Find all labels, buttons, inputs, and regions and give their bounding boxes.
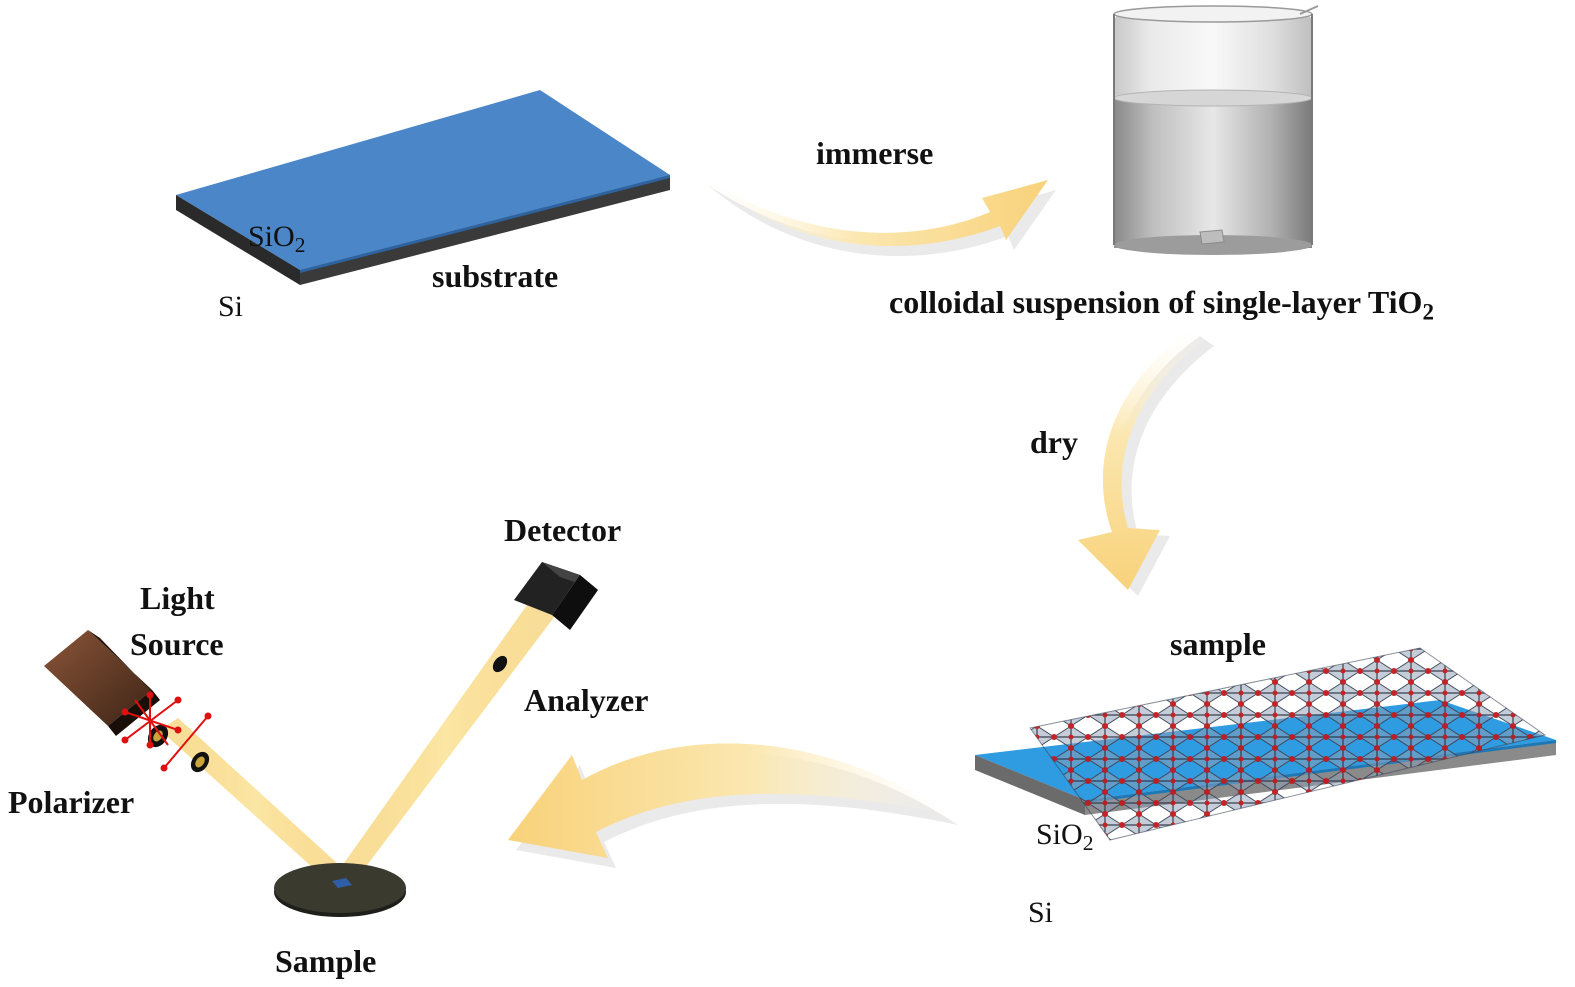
polarizer-label: Polarizer — [8, 784, 135, 820]
sio2-label-top: SiO2 — [248, 220, 306, 258]
analyzer-label: Analyzer — [524, 682, 649, 718]
light-source-label-line1: Light — [140, 580, 215, 616]
polarizer-optics — [147, 724, 210, 773]
return-arrow — [508, 743, 958, 868]
sio2-label-bottom: SiO2 — [1036, 818, 1094, 856]
colloid-label: colloidal suspension of single-layer TiO… — [889, 284, 1434, 325]
sample-label-left: Sample — [275, 943, 377, 979]
beaker — [1113, 5, 1319, 255]
detector-label: Detector — [504, 512, 622, 548]
sample-stage — [274, 863, 406, 917]
dry-label: dry — [1030, 424, 1078, 460]
incident-beam — [160, 718, 350, 885]
substrate-label: substrate — [432, 258, 559, 294]
detector-box — [514, 562, 598, 630]
polarization-arrows — [121, 691, 212, 772]
immerse-arrow — [700, 175, 1056, 257]
si-label-bottom: Si — [1028, 896, 1054, 929]
immerse-label: immerse — [816, 135, 934, 171]
dry-arrow — [1078, 330, 1214, 596]
light-source-label-line2: Source — [130, 626, 224, 662]
si-label-top: Si — [218, 290, 244, 323]
tio2-lattice — [1029, 647, 1547, 841]
light-source-box — [44, 630, 160, 736]
sample-label-right: sample — [1170, 626, 1266, 662]
analyzer-ring — [492, 655, 508, 673]
substrate-wafer — [176, 90, 670, 285]
